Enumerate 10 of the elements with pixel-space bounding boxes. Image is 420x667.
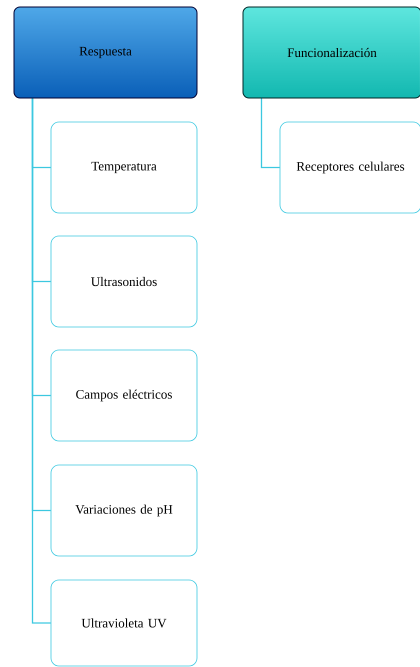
item-box: Variaciones de pH [50,464,198,556]
item-box: Ultravioleta UV [50,580,198,666]
connector-line [32,98,51,624]
item-box: Campos eléctricos [50,350,198,442]
item-box: Ultrasonidos [50,236,198,328]
category-box: Funcionalización [242,6,420,98]
item-box: Receptores celulares [280,122,420,214]
item-box: Temperatura [50,122,198,214]
connector-line [260,98,280,168]
category-box: Respuesta [14,6,198,98]
